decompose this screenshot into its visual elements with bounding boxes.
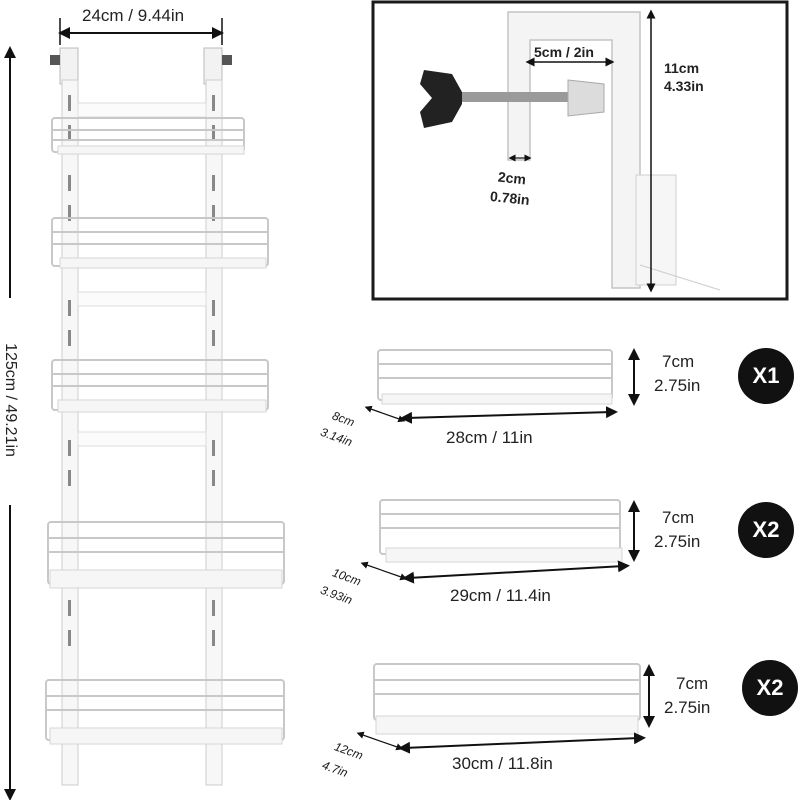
basket-1-length-label: 28cm / 11in [446, 428, 533, 447]
rack-height-label: 125cm / 49.21in [2, 343, 19, 457]
basket-1-height-in: 2.75in [654, 376, 701, 395]
basket-1-qty-badge: X1 [738, 348, 794, 404]
basket-3-height-in: 2.75in [664, 698, 711, 717]
clamp-height-cm: 11cm [664, 60, 700, 76]
rack-width-label: 24cm / 9.44in [82, 6, 185, 25]
basket-2-qty-badge: X2 [738, 502, 794, 558]
clamp-inner-label: 5cm / 2in [534, 44, 594, 60]
basket-3-qty-badge: X2 [742, 660, 798, 716]
basket-2-height-cm: 7cm [662, 508, 695, 527]
clamp-thick-cm: 2cm [497, 168, 527, 188]
basket-2-length-label: 29cm / 11.4in [450, 586, 551, 605]
clamp-height-in: 4.33in [664, 78, 704, 94]
basket-3-length-label: 30cm / 11.8in [452, 754, 553, 773]
basket-2-height-in: 2.75in [654, 532, 701, 551]
basket-3-height-cm: 7cm [676, 674, 709, 693]
basket-1-height-cm: 7cm [662, 352, 695, 371]
